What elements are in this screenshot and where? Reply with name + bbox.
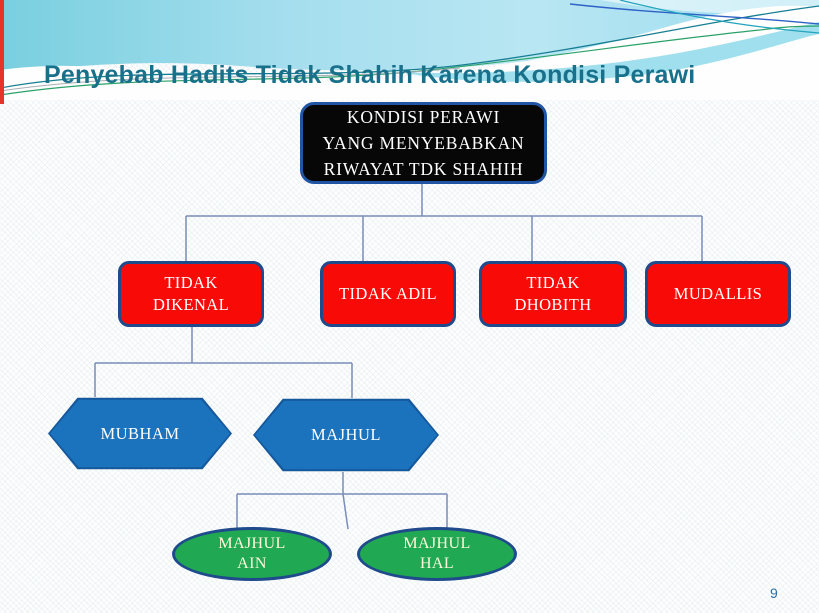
node-tidak-dhobith: TIDAK DHOBITH <box>479 261 627 327</box>
left-edge-accent <box>0 0 4 104</box>
node-tidak-adil: TIDAK ADIL <box>320 261 456 327</box>
node-label-line: MAJHUL <box>311 425 381 444</box>
node-label-line: MAJHUL <box>403 535 471 552</box>
wave-decoration <box>0 0 819 100</box>
hexagon-majhul: MAJHUL <box>253 398 439 472</box>
node-label-line: DHOBITH <box>514 295 592 314</box>
node-mudallis: MUDALLIS <box>645 261 791 327</box>
node-label-line: MUDALLIS <box>673 284 763 303</box>
page-number: 9 <box>770 585 778 601</box>
node-label-line: MAJHUL <box>218 535 286 552</box>
node-label-line: AIN <box>237 555 267 572</box>
node-label-line: TIDAK <box>164 273 218 292</box>
node-label-line: KONDISI PERAWI <box>346 107 501 127</box>
node-kondisi-perawi: KONDISI PERAWI YANG MENYEBABKAN RIWAYAT … <box>300 102 547 184</box>
node-label-line: DIKENAL <box>152 295 230 314</box>
ellipse-majhul-ain: MAJHUL AIN <box>172 527 332 581</box>
node-label-line: YANG MENYEBABKAN <box>322 133 525 153</box>
node-tidak-dikenal: TIDAK DIKENAL <box>118 261 264 327</box>
node-label-line: TIDAK <box>526 273 580 292</box>
hexagon-mubham: MUBHAM <box>48 397 232 470</box>
hexagon-majhul-fill: MAJHUL <box>255 400 437 470</box>
node-label-line: MUBHAM <box>100 423 180 443</box>
ellipse-majhul-hal: MAJHUL HAL <box>357 527 517 581</box>
node-label-line: TIDAK ADIL <box>339 284 437 303</box>
hexagon-mubham-fill: MUBHAM <box>50 399 230 468</box>
page-title: Penyebab Hadits Tidak Shahih Karena Kond… <box>44 61 696 89</box>
node-label-line: HAL <box>419 555 455 572</box>
node-label-line: RIWAYAT TDK SHAHIH <box>323 159 524 179</box>
